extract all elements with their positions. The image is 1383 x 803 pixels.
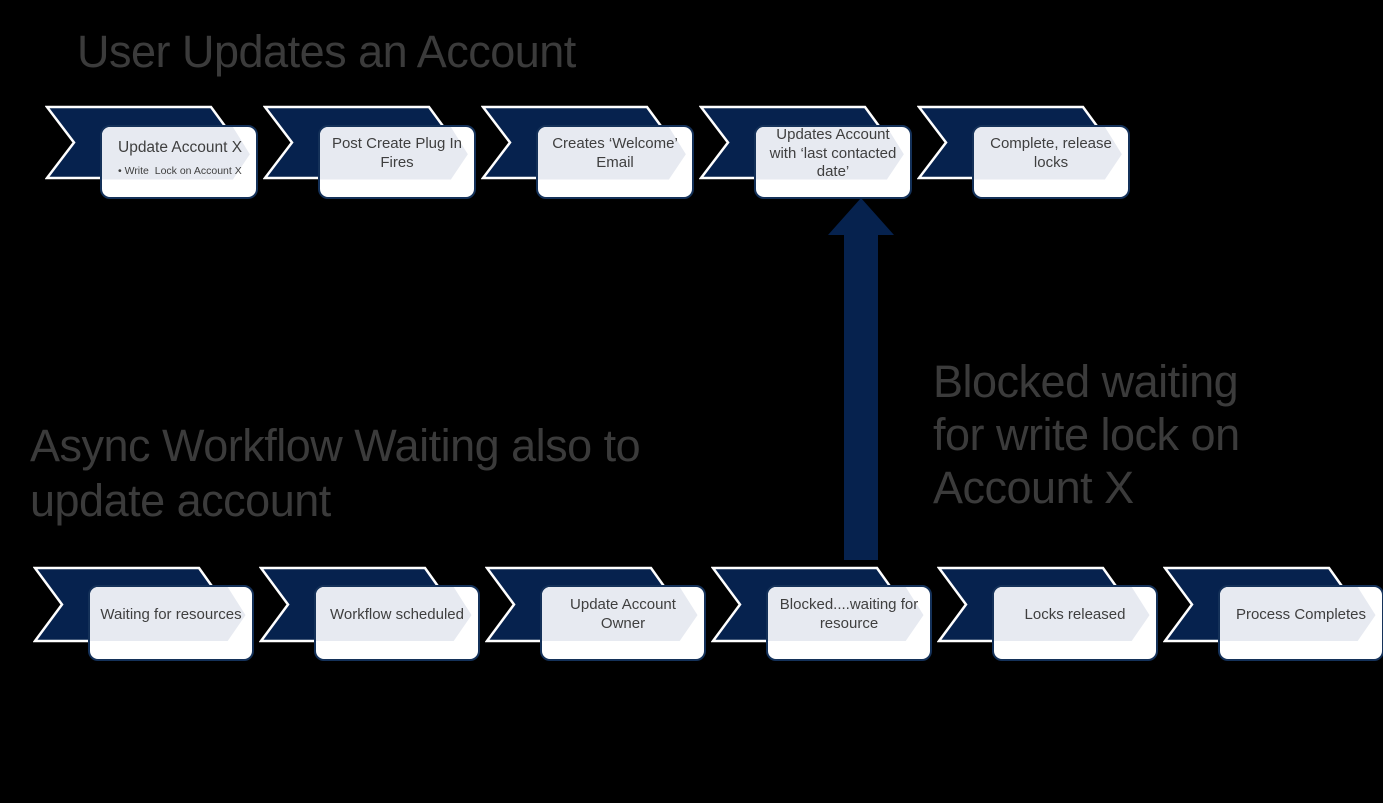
step-label: Updates Account with ‘last contacted dat…	[769, 125, 897, 181]
step-creates-welcome-email: Creates ‘Welcome’ Email	[481, 105, 716, 205]
step-update-account-owner: Update Account Owner	[485, 566, 720, 666]
step-label: Process Completes	[1235, 605, 1367, 623]
step-card: Updates Account with ‘last contacted dat…	[754, 125, 912, 199]
step-label: Update Account X	[118, 139, 243, 156]
step-card: Update Account X • Write Lock on Account…	[100, 125, 258, 199]
step-card: Blocked....waiting for resource	[766, 585, 932, 661]
step-label: Blocked....waiting for resource	[779, 596, 919, 632]
blocked-annotation-line-1: Blocked waiting	[933, 356, 1239, 407]
step-workflow-scheduled: Workflow scheduled	[259, 566, 494, 666]
flow-title-line-2: update account	[30, 475, 331, 526]
step-label: Complete, release locks	[990, 135, 1112, 171]
step-update-account-x: Update Account X • Write Lock on Account…	[45, 105, 280, 205]
step-card: Waiting for resources	[88, 585, 254, 661]
blocked-annotation-line-3: Account X	[933, 462, 1134, 513]
step-label: Workflow scheduled	[330, 605, 464, 623]
step-label: Post Create Plug In Fires	[331, 135, 463, 171]
step-card: Complete, release locks	[972, 125, 1130, 199]
step-process-completes: Process Completes	[1163, 566, 1383, 666]
step-card: Post Create Plug In Fires	[318, 125, 476, 199]
step-bullet: • Write Lock on Account X	[118, 165, 242, 177]
step-waiting-for-resources: Waiting for resources	[33, 566, 268, 666]
step-label: Update Account Owner	[570, 596, 676, 632]
flow-title-user-updates: User Updates an Account	[77, 26, 576, 77]
step-locks-released: Locks released	[937, 566, 1172, 666]
step-label: Locks released	[1024, 605, 1126, 623]
step-complete-release-locks: Complete, release locks	[917, 105, 1152, 205]
step-label: Creates ‘Welcome’ Email	[552, 135, 678, 171]
flow-title-async-workflow: Async Workflow Waiting also to update ac…	[30, 418, 641, 528]
step-card: Update Account Owner	[540, 585, 706, 661]
step-label: Waiting for resources	[100, 605, 242, 623]
flow-title-line-1: Async Workflow Waiting also to	[30, 420, 641, 471]
up-arrow-icon	[828, 198, 894, 560]
step-post-create-plugin-fires: Post Create Plug In Fires	[263, 105, 498, 205]
step-updates-last-contacted-date: Updates Account with ‘last contacted dat…	[699, 105, 934, 205]
step-card: Creates ‘Welcome’ Email	[536, 125, 694, 199]
step-card: Workflow scheduled	[314, 585, 480, 661]
blocked-annotation-line-2: for write lock on	[933, 409, 1240, 460]
step-card: Process Completes	[1218, 585, 1383, 661]
step-blocked-waiting-for-resource: Blocked....waiting for resource	[711, 566, 946, 666]
blocked-annotation: Blocked waiting for write lock on Accoun…	[933, 355, 1240, 514]
step-card: Locks released	[992, 585, 1158, 661]
